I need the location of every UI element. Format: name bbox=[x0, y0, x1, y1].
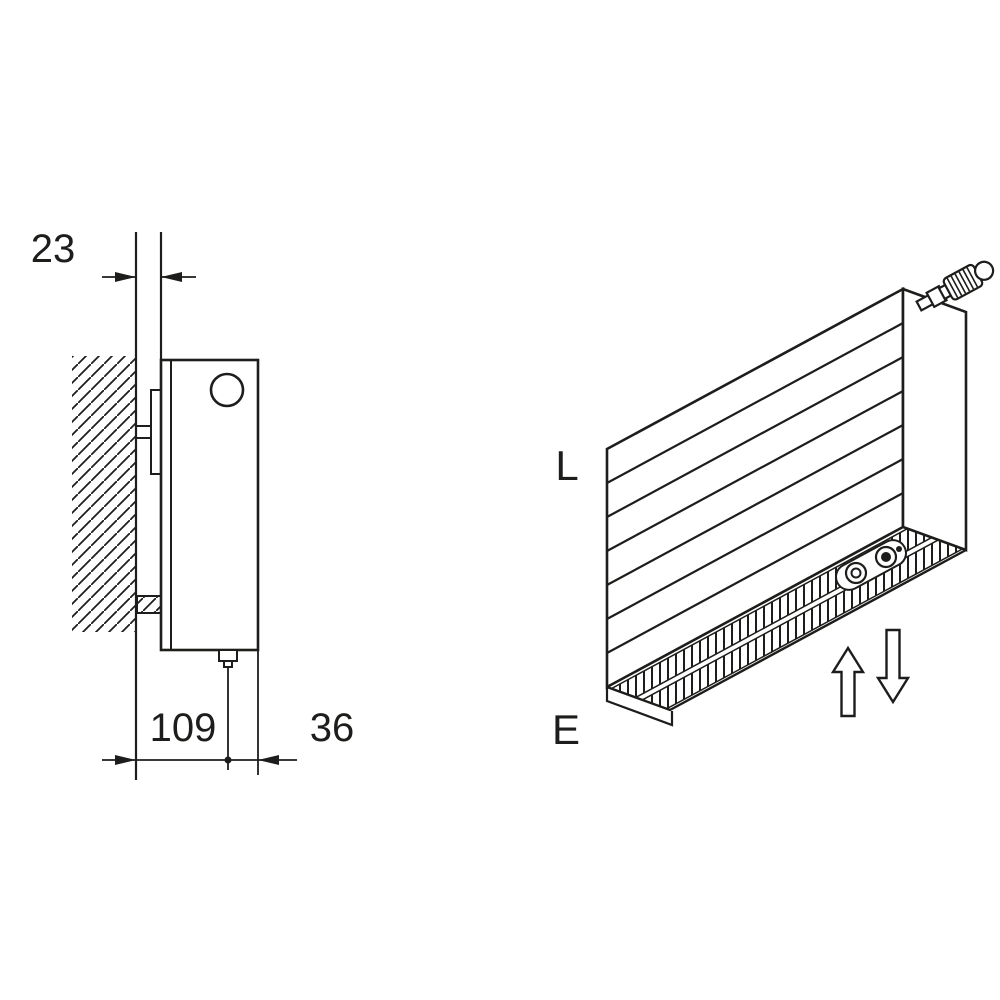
airflow-down-arrow-icon bbox=[875, 628, 911, 705]
drain-valve bbox=[218, 649, 238, 668]
underside-edges bbox=[606, 548, 967, 712]
dimension-bottom bbox=[102, 755, 297, 765]
bleed-screw bbox=[896, 546, 902, 552]
dimension-wall-gap bbox=[102, 272, 196, 282]
bottom-wall-anchor bbox=[136, 595, 162, 614]
isometric-view: L E bbox=[552, 260, 995, 753]
pipe-connection-plate bbox=[835, 539, 907, 591]
label-length-l: L bbox=[555, 442, 578, 489]
wall-hatching bbox=[72, 356, 136, 632]
front-panel-slats bbox=[606, 322, 904, 654]
arrowhead-right-icon bbox=[115, 755, 136, 765]
arrowhead-left-icon bbox=[161, 272, 182, 282]
end-panel bbox=[901, 287, 968, 552]
valve-cap bbox=[973, 260, 995, 281]
thermostatic-valve bbox=[915, 260, 995, 312]
dimension-23-label: 23 bbox=[31, 227, 76, 271]
dimension-node-dot bbox=[224, 756, 232, 764]
base-foot bbox=[605, 687, 674, 727]
arrowhead-left-icon bbox=[258, 755, 279, 765]
dimension-109-label: 109 bbox=[150, 706, 217, 750]
wall-bracket bbox=[136, 389, 161, 475]
dimension-36-label: 36 bbox=[310, 706, 355, 750]
airflow-up-arrow-icon bbox=[830, 645, 866, 718]
air-vent-circle bbox=[209, 372, 245, 408]
side-view: 23 109 36 bbox=[31, 227, 355, 780]
radiator-side-profile bbox=[159, 358, 260, 652]
arrowhead-right-icon bbox=[115, 272, 136, 282]
pipe-tapping-left bbox=[844, 561, 868, 585]
label-height-e: E bbox=[552, 706, 580, 753]
